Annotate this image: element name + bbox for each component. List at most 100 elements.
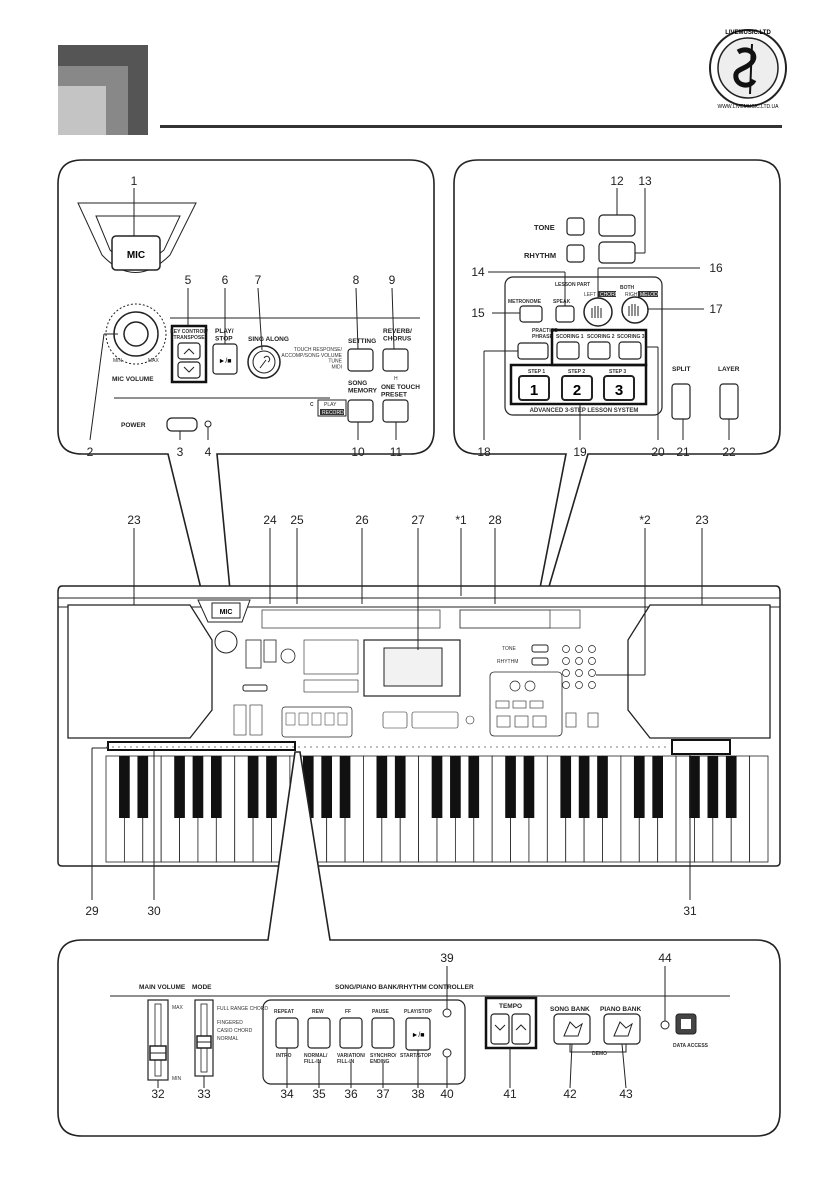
left-label: LEFT [584,292,596,298]
one-touch-preset-button[interactable] [382,399,409,423]
white-key[interactable] [749,755,769,863]
callout-8: 8 [353,273,360,287]
callout-36: 36 [344,1087,358,1101]
callout-1: 1 [131,174,138,188]
panel-controller-section: MAIN VOLUME MODE SONG/PIANO BANK/RHYTHM … [57,751,781,1137]
rhythm-label: RHYTHM [524,251,556,260]
callout-34: 34 [280,1087,294,1101]
black-key[interactable] [174,756,185,818]
step-3-button[interactable] [603,375,635,401]
mic-max-label: MAX [148,358,160,364]
piano-black-keys[interactable] [119,756,737,818]
keyboard-body: MIC TONE RHYTHM [57,585,781,867]
practice-phrase-button[interactable] [517,342,549,360]
black-key[interactable] [321,756,332,818]
callout-star-2: *2 [639,513,651,527]
black-key[interactable] [633,756,645,818]
tempo-up-button[interactable] [511,1013,531,1045]
callout-numbers: 1 2 3 4 5 6 7 8 9 10 11 12 13 14 15 16 1… [85,174,736,1101]
layer-button[interactable] [719,383,739,420]
left-speaker [67,604,213,739]
metronome-button[interactable] [519,305,543,323]
step-1-button[interactable] [518,375,550,401]
rhythm-button[interactable] [598,241,636,264]
mode-label: MODE [192,984,212,991]
split-button[interactable] [671,383,691,420]
numeric-keypad[interactable] [562,645,596,689]
tone-button[interactable] [598,214,636,237]
black-key[interactable] [578,756,590,818]
pause-label: PAUSE [372,1009,390,1015]
transpose-up-button[interactable] [177,342,201,360]
black-key[interactable] [707,756,719,818]
step-3-label: STEP 3 [609,369,626,375]
logo-seal-text: LIVEMUSIC.LTD [725,30,771,36]
tempo-down-button[interactable] [490,1013,510,1045]
black-key[interactable] [119,756,130,818]
black-key[interactable] [394,756,406,818]
callout-14: 14 [471,265,485,279]
black-key[interactable] [505,756,516,818]
data-access-label: DATA ACCESS [673,1043,709,1049]
black-key[interactable] [431,756,443,818]
black-key[interactable] [725,756,737,818]
black-key[interactable] [597,756,608,818]
h-marker: H [394,376,398,382]
scoring-3-button[interactable] [618,341,642,360]
black-key[interactable] [192,756,204,818]
callout-4: 4 [205,445,212,459]
ff-variation-fillin-button[interactable] [339,1017,363,1049]
mic-min-label: MIN [113,358,123,364]
scoring-1-button[interactable] [556,341,580,360]
song-bank-button[interactable] [553,1013,591,1045]
speak-button[interactable] [555,305,575,323]
body-mic-label: MIC [220,609,233,616]
callout-2: 2 [87,445,94,459]
callout-24: 24 [263,513,277,527]
black-key[interactable] [689,756,700,818]
callout-25: 25 [290,513,304,527]
repeat-intro-button[interactable] [275,1017,299,1049]
black-key[interactable] [266,756,277,818]
rhythm-icon [566,244,585,263]
step-1-digit: 1 [530,382,538,399]
step-2-button[interactable] [561,375,593,401]
black-key[interactable] [137,756,149,818]
black-key[interactable] [560,756,572,818]
song-memory-button[interactable] [347,399,374,423]
piano-bank-button[interactable] [603,1013,641,1045]
callout-30: 30 [147,904,161,918]
callout-38: 38 [411,1087,425,1101]
black-key[interactable] [523,756,535,818]
black-key[interactable] [247,756,259,818]
mode-casio-chord: CASIO CHORD [217,1028,253,1034]
power-button[interactable] [166,417,198,432]
callout-10: 10 [351,445,365,459]
scoring-2-label: SCORING 2 [587,334,615,340]
rew-normal-fillin-button[interactable] [307,1017,331,1049]
sing-along-label: SING ALONG [248,336,289,343]
controller-label: SONG/PIANO BANK/RHYTHM CONTROLLER [335,984,474,991]
black-key[interactable] [339,756,351,818]
callout-42: 42 [563,1087,577,1101]
callout-12: 12 [610,174,624,188]
black-key[interactable] [450,756,461,818]
scoring-2-button[interactable] [587,341,611,360]
setting-button[interactable] [347,348,374,372]
callout-21: 21 [676,445,690,459]
step-2-digit: 2 [573,382,581,399]
pause-synchro-ending-button[interactable] [371,1017,395,1049]
song-bank-icon [563,1021,583,1037]
black-key[interactable] [652,756,663,818]
black-key[interactable] [302,756,314,818]
black-key[interactable] [211,756,222,818]
callout-40: 40 [440,1087,454,1101]
black-key[interactable] [376,756,388,818]
reverb-chorus-button[interactable] [382,348,409,372]
metronome-label: METRONOME [508,299,542,305]
transpose-down-button[interactable] [177,361,201,379]
black-key[interactable] [468,756,480,818]
body-tone-label: TONE [502,646,516,652]
